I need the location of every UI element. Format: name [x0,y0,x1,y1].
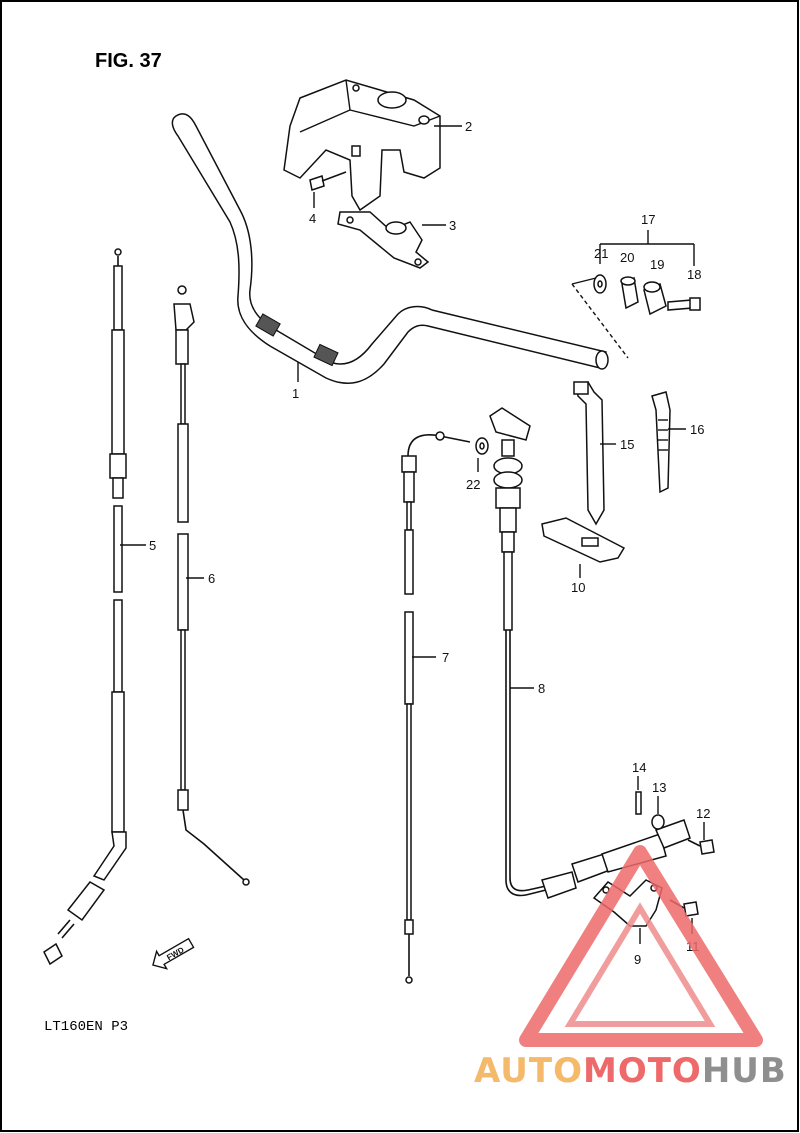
cable-part-7 [401,431,471,984]
label-9: 9 [634,952,641,967]
label-8: 8 [538,681,545,696]
label-1: 1 [292,386,299,401]
watermark-text: AUTOMOTOHUB [474,1051,787,1091]
label-17: 17 [641,212,655,227]
handlebar-cover-part [283,79,441,212]
label-5: 5 [149,538,156,553]
label-15: 15 [620,437,634,452]
mount-plate-part-10 [541,517,626,563]
label-20: 20 [620,250,634,265]
bolt-part-18 [667,297,701,311]
label-19: 19 [650,257,664,272]
pin-part-14 [635,791,642,815]
label-3: 3 [449,218,456,233]
washer-part-13 [651,814,665,830]
label-7: 7 [442,650,449,665]
label-16: 16 [690,422,704,437]
label-22: 22 [466,477,480,492]
watermark-part-auto: AUTO [474,1051,583,1091]
label-13: 13 [652,780,666,795]
nut-part-22 [475,437,489,455]
label-10: 10 [571,580,585,595]
cable-part-5 [43,248,127,966]
figure-title: FIG. 37 [95,50,162,72]
label-18: 18 [687,267,701,282]
watermark-logo [519,845,763,1047]
label-2: 2 [465,119,472,134]
cable-part-6 [173,285,250,886]
model-code: LT160EN P3 [44,1019,128,1035]
bolt-part-12 [687,839,715,855]
screw-part-4 [309,171,347,191]
cable-part-8 [489,407,691,899]
cable-tie-part-15 [573,381,605,526]
watermark-part-moto: MOTO [583,1051,702,1091]
label-6: 6 [208,571,215,586]
band-part-16 [651,391,671,494]
label-12: 12 [696,806,710,821]
weight-part-19 [643,281,667,316]
fwd-arrow-icon: FWD [152,937,195,970]
label-21: 21 [594,246,608,261]
washer-part-21 [593,274,607,294]
label-4: 4 [309,211,316,226]
bracket-part [337,211,430,269]
label-14: 14 [632,760,646,775]
handlebar-part [171,113,609,385]
spacer-part-20 [620,276,639,310]
watermark-part-hub: HUB [702,1051,787,1091]
